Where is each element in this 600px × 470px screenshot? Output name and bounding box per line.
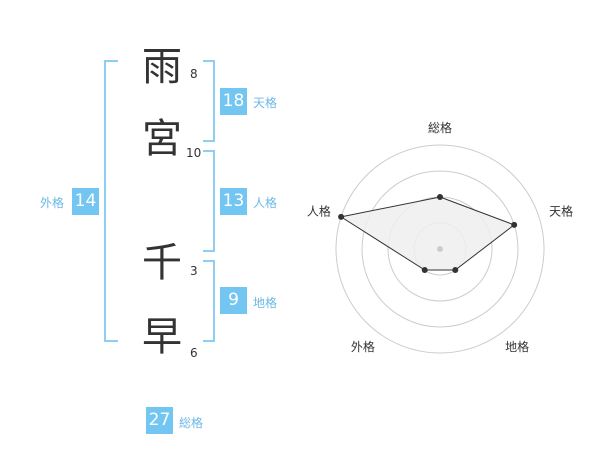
radar-point-0	[437, 194, 443, 200]
given-char-1: 千	[142, 240, 182, 286]
given-char-2: 早	[142, 314, 182, 360]
tenkaku-bracket	[203, 60, 215, 142]
given-char-1-strokes: 3	[190, 264, 198, 278]
gaikaku-label: 外格	[40, 196, 65, 210]
radar-point-3	[421, 267, 428, 274]
radar-ring-3	[361, 170, 519, 328]
radar-axis-label-0: 総格	[428, 120, 452, 135]
surname-char-2-strokes: 10	[186, 146, 202, 160]
jinkaku-value: 13	[220, 188, 247, 215]
chikaku-bracket	[203, 260, 215, 342]
surname-char-1: 雨	[142, 44, 182, 90]
gaikaku-bracket	[104, 60, 118, 342]
radar-axis-label-2: 地格	[505, 339, 529, 354]
chikaku-label: 地格	[253, 296, 278, 310]
jinkaku-bracket	[203, 150, 215, 252]
radar-point-4	[338, 213, 345, 220]
radar-axis-label-1: 天格	[549, 204, 573, 219]
radar-axis-label-4: 人格	[307, 204, 331, 219]
radar-point-1	[511, 221, 518, 228]
surname-char-1-strokes: 8	[190, 67, 198, 81]
surname-char-2: 宮	[142, 116, 182, 162]
given-char-2-strokes: 6	[190, 346, 198, 360]
soukaku-label: 総格	[179, 416, 204, 430]
tenkaku-value: 18	[220, 88, 247, 115]
jinkaku-label: 人格	[253, 196, 278, 210]
chikaku-value: 9	[220, 287, 247, 314]
soukaku-value: 27	[146, 407, 173, 434]
radar-ring-4	[335, 144, 545, 354]
radar-area	[339, 196, 516, 271]
radar-point-2	[452, 267, 459, 274]
radar-axis-label-3: 外格	[351, 339, 375, 354]
radar-center-dot	[437, 246, 443, 252]
gaikaku-value: 14	[72, 188, 99, 215]
tenkaku-label: 天格	[253, 96, 278, 110]
